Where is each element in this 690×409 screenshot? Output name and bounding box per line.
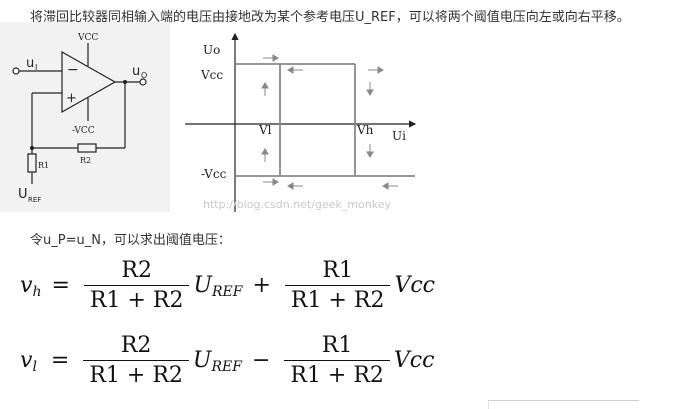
- formula-vh-fraction-2: R1 R1 + R2: [284, 258, 391, 313]
- vcc-top-label: VCC: [77, 33, 98, 43]
- formula-vh-lhs-sub: h: [32, 283, 42, 300]
- input-label: u: [26, 56, 34, 71]
- formula-vl-lhs-sub: l: [32, 358, 37, 375]
- formula-vl: v l = R2 R1 + R2 U REF − R1 R1 + R2 Vcc: [20, 333, 434, 388]
- plus-sign: +: [66, 91, 77, 106]
- hysteresis-curve-diagram: Uo Ui Vcc -Vcc Vl Vh http://blog.csdn.ne…: [185, 32, 417, 212]
- formula-vh-num2: R1: [322, 258, 353, 283]
- intro-text: 将滞回比较器同相输入端的电压由接地改为某个参考电压U_REF，可以将两个阈值电压…: [30, 10, 630, 25]
- vcc-bottom-label: -VCC: [72, 126, 95, 136]
- vl-threshold-label: Vl: [258, 123, 272, 137]
- threshold-lead-text: 令u_P=u_N，可以求出阈值电压：: [30, 233, 231, 248]
- formula-vl-equals: =: [50, 348, 70, 373]
- formula-vh-den2: R1 + R2: [284, 285, 391, 313]
- formula-vl-vcc: Vcc: [393, 348, 435, 373]
- uref-label: U: [18, 187, 28, 202]
- formula-vl-operator: −: [251, 348, 271, 373]
- vcc-level-label: Vcc: [200, 68, 223, 82]
- input-terminal: [12, 67, 20, 75]
- formula-vh-operator: +: [252, 273, 271, 298]
- r1-label: R1: [38, 161, 49, 170]
- bottom-right-frame-edge: [488, 400, 639, 409]
- formula-vl-num2: R1: [321, 333, 353, 358]
- formula-vh-den1: R1 + R2: [83, 285, 190, 313]
- comparator-circuit-diagram: VCC -VCC − + u I u O R1 R2 U REF: [0, 22, 170, 212]
- y-axis-label: Uo: [203, 43, 220, 57]
- formula-vh-lhs: v: [20, 273, 33, 298]
- minus-sign: −: [67, 62, 79, 78]
- input-sub: I: [35, 63, 37, 72]
- formula-vl-num1: R2: [120, 333, 152, 358]
- formula-vh-u: U: [193, 273, 212, 298]
- formula-vl-fraction-1: R2 R1 + R2: [83, 333, 189, 388]
- output-terminal: [139, 78, 147, 86]
- formula-vl-u-sub: REF: [211, 358, 242, 375]
- x-axis-label: Ui: [392, 129, 406, 143]
- uref-sub: REF: [28, 196, 41, 204]
- formula-vl-den1: R1 + R2: [83, 360, 189, 388]
- vh-threshold-label: Vh: [356, 123, 374, 137]
- formula-vl-den2: R1 + R2: [284, 360, 390, 388]
- op-amp-triangle: [61, 50, 117, 114]
- output-label: u: [132, 64, 140, 79]
- formula-vh-u-sub: REF: [212, 283, 243, 300]
- r2-label: R2: [80, 156, 91, 165]
- formula-vl-fraction-2: R1 R1 + R2: [284, 333, 390, 388]
- output-sub: O: [141, 71, 147, 80]
- formula-vl-u: U: [192, 348, 212, 373]
- formula-vl-lhs: v: [20, 348, 33, 373]
- resistor-r1: [27, 153, 37, 173]
- formula-vh: v h = R2 R1 + R2 U REF + R1 R1 + R2 Vcc: [20, 258, 435, 313]
- formula-vh-fraction-1: R2 R1 + R2: [83, 258, 190, 313]
- formula-vh-num1: R2: [121, 258, 152, 283]
- watermark: http://blog.csdn.net/geek_monkey: [203, 198, 391, 211]
- formula-vh-vcc: Vcc: [394, 273, 435, 298]
- neg-vcc-level-label: -Vcc: [201, 167, 227, 181]
- hysteresis-loop: [235, 63, 415, 177]
- resistor-r2: [77, 143, 97, 153]
- formula-vh-equals: =: [51, 273, 70, 298]
